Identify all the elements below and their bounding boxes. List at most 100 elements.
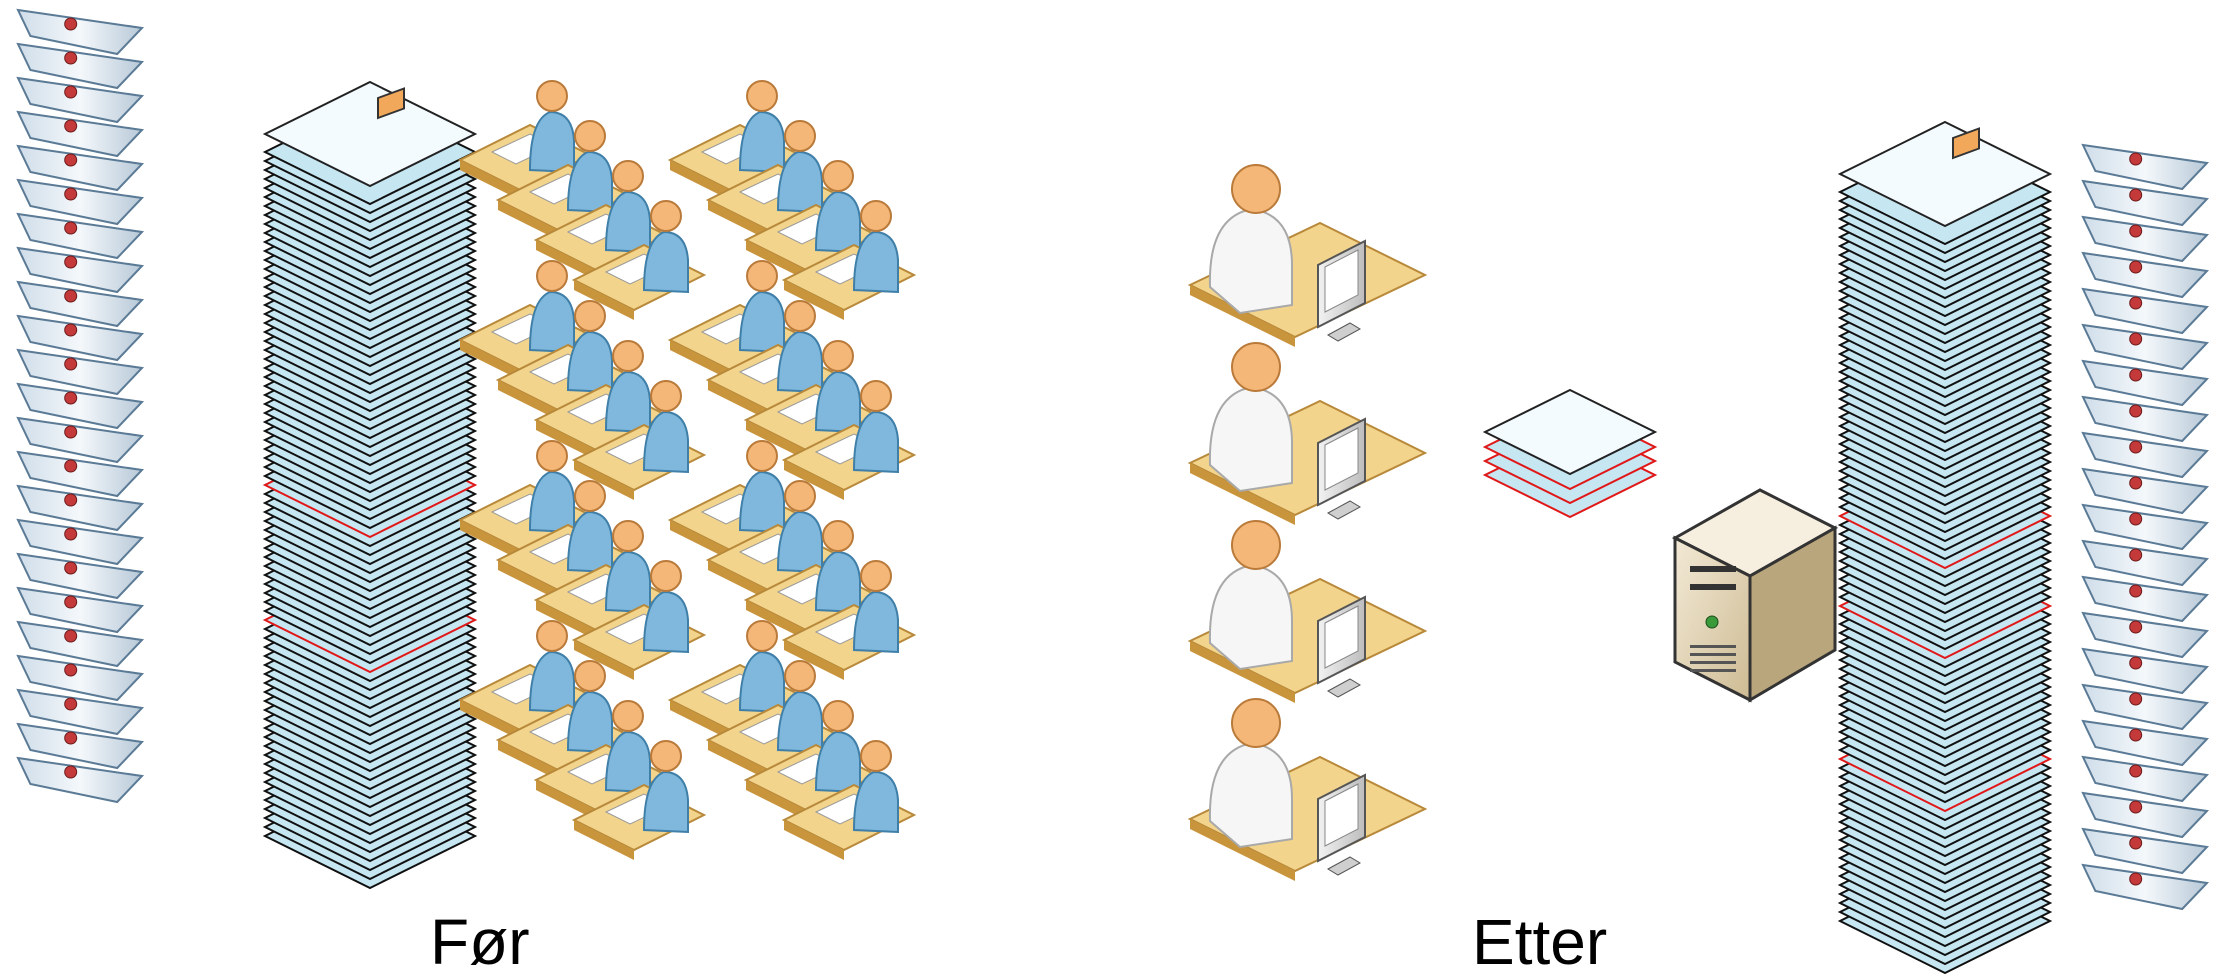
clerk-head xyxy=(574,300,606,332)
container-ship xyxy=(2081,503,2210,551)
desk-edge xyxy=(670,520,730,560)
container-ship xyxy=(2081,251,2210,299)
clerk-body xyxy=(528,110,575,174)
ship-marker xyxy=(64,255,78,269)
worker-body xyxy=(1208,207,1293,315)
ship-marker xyxy=(2129,476,2143,490)
ship-hull xyxy=(16,756,145,804)
desk-edge xyxy=(498,380,558,420)
desk-edge xyxy=(670,340,730,380)
server-drive-slot xyxy=(1690,566,1736,572)
ship-hull xyxy=(2081,251,2210,299)
worker-head xyxy=(1231,342,1281,392)
container-ship xyxy=(16,484,145,532)
container-ship xyxy=(16,178,145,226)
clerk-at-desk xyxy=(495,120,631,240)
container-ship-stack-right xyxy=(2081,143,2210,911)
desk-edge xyxy=(670,700,730,740)
worker-at-computer xyxy=(1187,520,1428,703)
desk-edge xyxy=(536,780,596,820)
clerk-at-desk xyxy=(743,340,879,460)
ship-hull xyxy=(2081,611,2210,659)
clerk-at-desk xyxy=(533,700,669,820)
ship-marker xyxy=(64,221,78,235)
clerk-crowd xyxy=(457,80,917,860)
ship-marker xyxy=(64,731,78,745)
monitor-stand xyxy=(1326,500,1362,520)
clerk-at-desk xyxy=(571,380,707,500)
clerk-head xyxy=(784,480,816,512)
document-top-sheet xyxy=(1482,388,1658,476)
desk-edge xyxy=(460,340,520,380)
desk-edge xyxy=(746,240,806,280)
worker-body xyxy=(1208,385,1293,493)
desk-edge xyxy=(708,200,768,240)
ship-marker xyxy=(64,493,78,507)
ship-marker xyxy=(64,289,78,303)
ship-hull xyxy=(2081,863,2210,911)
desk-edge xyxy=(708,560,768,600)
ship-hull xyxy=(16,586,145,634)
clerk-at-desk xyxy=(743,700,879,820)
container-ship xyxy=(16,42,145,90)
ship-hull xyxy=(2081,755,2210,803)
clerk-at-desk xyxy=(781,740,917,860)
clerk-head xyxy=(860,740,892,772)
container-ship xyxy=(2081,395,2210,443)
desk-edge xyxy=(746,600,806,640)
ship-hull xyxy=(16,416,145,464)
desk-edge xyxy=(708,740,768,780)
clerk-body xyxy=(738,650,785,714)
clerk-at-desk xyxy=(533,160,669,280)
clerk-body xyxy=(814,190,861,254)
paper-tower-after xyxy=(1837,120,2053,974)
clerk-body xyxy=(604,550,651,614)
clerk-head xyxy=(822,520,854,552)
desk-edge xyxy=(460,520,520,560)
clerk-head xyxy=(822,160,854,192)
clerk-body xyxy=(642,590,689,654)
clerk-at-desk xyxy=(667,260,803,380)
clerk-at-desk xyxy=(705,660,841,780)
container-ship xyxy=(16,620,145,668)
clerk-body xyxy=(814,730,861,794)
ship-hull xyxy=(2081,323,2210,371)
worker-at-computer xyxy=(1187,342,1428,525)
container-ship xyxy=(2081,215,2210,263)
ship-hull xyxy=(16,178,145,226)
clerk-at-desk xyxy=(571,740,707,860)
ship-marker xyxy=(2129,800,2143,814)
server-vent xyxy=(1690,645,1736,648)
container-ship xyxy=(2081,287,2210,335)
clerk-body xyxy=(604,370,651,434)
container-ship xyxy=(16,382,145,430)
clerk-body xyxy=(642,410,689,474)
worker-at-computer xyxy=(1187,164,1428,347)
container-ship xyxy=(16,722,145,770)
ship-hull xyxy=(2081,467,2210,515)
clerk-at-desk xyxy=(781,200,917,320)
ship-marker xyxy=(64,17,78,31)
ship-hull xyxy=(2081,719,2210,767)
server-vent xyxy=(1690,669,1736,672)
ship-marker xyxy=(2129,296,2143,310)
container-ship xyxy=(16,8,145,56)
desk-edge xyxy=(1190,819,1295,881)
container-ship xyxy=(2081,323,2210,371)
ship-hull xyxy=(16,42,145,90)
clerk-head xyxy=(784,300,816,332)
desk-edge xyxy=(574,820,634,860)
server-icon xyxy=(1671,488,1839,703)
ship-marker xyxy=(2129,404,2143,418)
ship-hull xyxy=(2081,683,2210,731)
desk-edge xyxy=(784,280,844,320)
clerk-at-desk xyxy=(781,560,917,680)
ship-hull xyxy=(2081,179,2210,227)
clerk-head xyxy=(650,740,682,772)
clerk-at-desk xyxy=(743,160,879,280)
clerk-at-desk xyxy=(705,120,841,240)
container-ship xyxy=(2081,863,2210,911)
clerk-head xyxy=(784,660,816,692)
clerk-body xyxy=(566,330,613,394)
